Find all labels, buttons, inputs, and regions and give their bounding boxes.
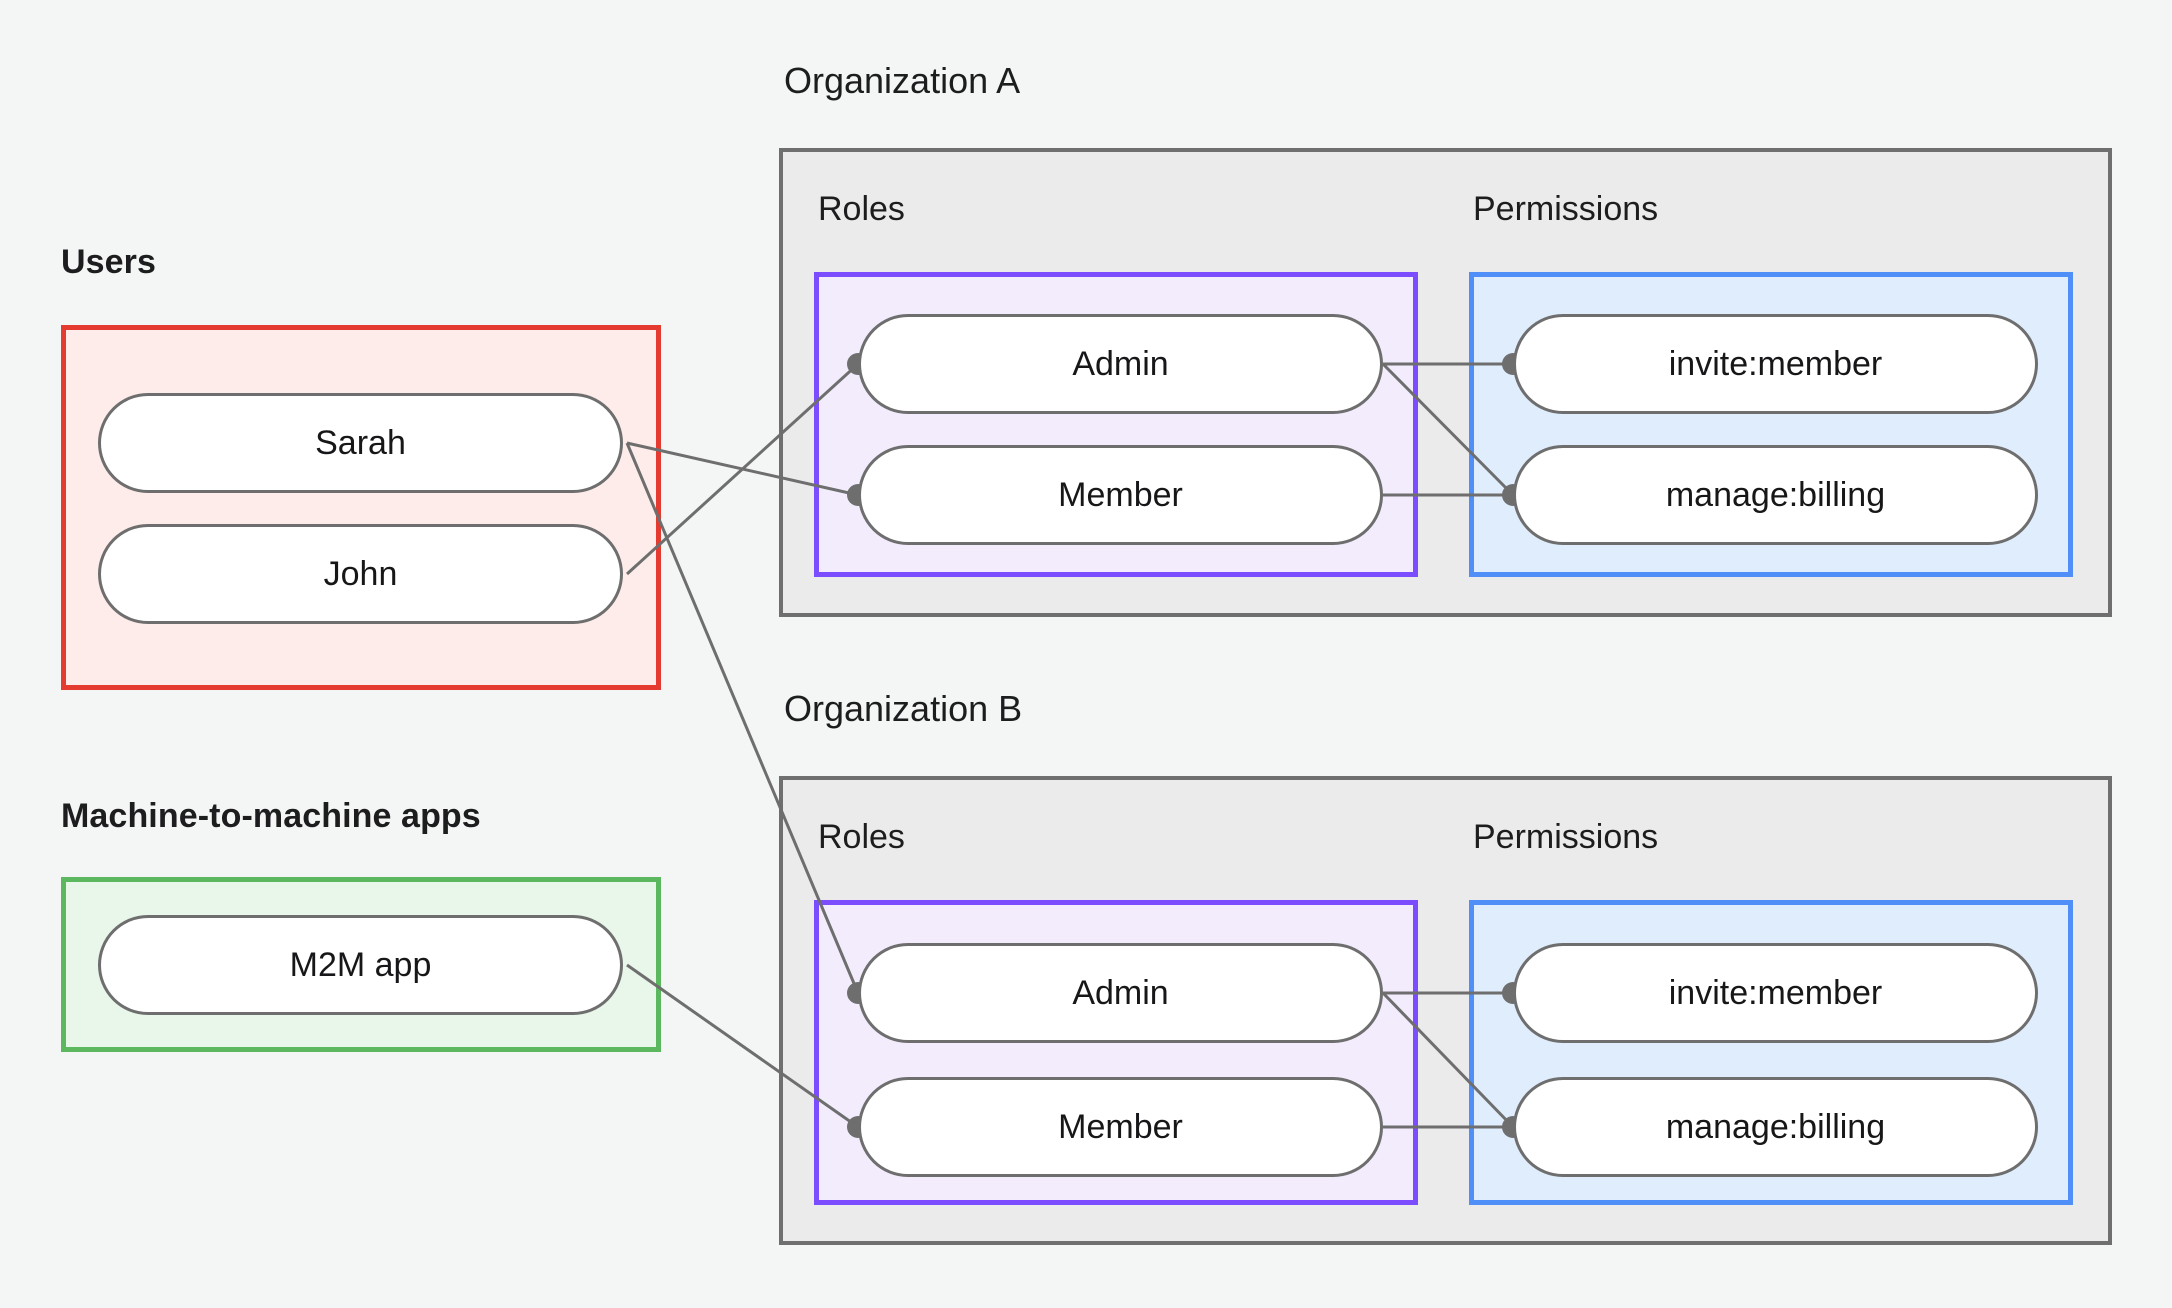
org-b-roles-title: Roles [818, 818, 905, 856]
node-org-a-manage-billing[interactable]: manage:billing [1513, 445, 2038, 545]
node-org-a-member[interactable]: Member [858, 445, 1383, 545]
node-m2m-app[interactable]: M2M app [98, 915, 623, 1015]
org-b-permissions-title: Permissions [1473, 818, 1659, 856]
org-a-permissions-title: Permissions [1473, 190, 1659, 228]
org-a-roles-title: Roles [818, 190, 905, 228]
node-org-b-invite-member[interactable]: invite:member [1513, 943, 2038, 1043]
m2m-group-title: Machine-to-machine apps [61, 797, 481, 835]
users-group-title: Users [61, 243, 157, 281]
node-org-b-member[interactable]: Member [858, 1077, 1383, 1177]
node-org-a-admin[interactable]: Admin [858, 314, 1383, 414]
org-b-title: Organization B [784, 688, 1023, 729]
users-group-box [61, 325, 661, 690]
node-org-b-manage-billing[interactable]: manage:billing [1513, 1077, 2038, 1177]
node-john[interactable]: John [98, 524, 623, 624]
node-org-b-admin[interactable]: Admin [858, 943, 1383, 1043]
node-org-a-invite-member[interactable]: invite:member [1513, 314, 2038, 414]
org-a-title: Organization A [784, 60, 1021, 101]
node-sarah[interactable]: Sarah [98, 393, 623, 493]
